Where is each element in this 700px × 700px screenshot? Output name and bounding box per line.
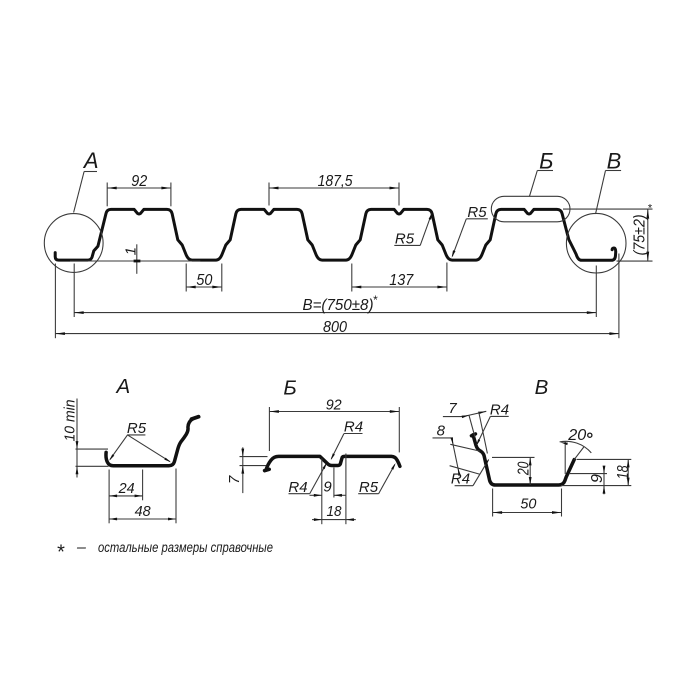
svg-text:50: 50 bbox=[196, 272, 212, 289]
svg-text:92: 92 bbox=[326, 397, 343, 414]
svg-text:92: 92 bbox=[131, 173, 147, 190]
svg-text:20: 20 bbox=[567, 427, 586, 444]
svg-text:–: – bbox=[76, 539, 86, 556]
svg-text:10 min: 10 min bbox=[61, 400, 78, 442]
svg-text:*: * bbox=[647, 203, 652, 215]
svg-text:20: 20 bbox=[516, 461, 533, 476]
svg-text:137: 137 bbox=[389, 272, 414, 289]
svg-text:18: 18 bbox=[327, 503, 343, 520]
svg-text:*: * bbox=[373, 293, 378, 307]
svg-text:50: 50 bbox=[520, 496, 537, 513]
svg-text:Б: Б bbox=[283, 376, 296, 399]
svg-text:R5: R5 bbox=[467, 204, 487, 221]
svg-text:R5: R5 bbox=[395, 231, 415, 248]
svg-text:Б: Б bbox=[539, 148, 553, 173]
svg-text:187,5: 187,5 bbox=[318, 173, 353, 190]
svg-text:В=(750±8): В=(750±8) bbox=[303, 297, 374, 314]
svg-text:R5: R5 bbox=[359, 479, 379, 496]
svg-text:9: 9 bbox=[323, 479, 332, 496]
svg-text:В: В bbox=[535, 376, 549, 399]
svg-text:В: В bbox=[607, 148, 622, 173]
svg-text:*: * bbox=[56, 542, 65, 564]
svg-text:остальные размеры справочные: остальные размеры справочные bbox=[98, 540, 273, 555]
svg-text:R4: R4 bbox=[490, 401, 509, 418]
svg-text:R4: R4 bbox=[451, 470, 470, 487]
svg-text:R5: R5 bbox=[127, 420, 147, 437]
svg-text:9: 9 bbox=[589, 474, 606, 483]
svg-text:R4: R4 bbox=[288, 479, 307, 496]
svg-text:7: 7 bbox=[226, 475, 243, 484]
svg-text:(75±2): (75±2) bbox=[632, 214, 649, 255]
svg-text:8: 8 bbox=[437, 423, 446, 440]
svg-text:800: 800 bbox=[323, 319, 347, 336]
svg-text:1: 1 bbox=[122, 247, 139, 255]
svg-text:А: А bbox=[82, 148, 99, 173]
svg-text:24: 24 bbox=[118, 480, 135, 497]
svg-text:18: 18 bbox=[615, 465, 632, 479]
svg-text:48: 48 bbox=[135, 503, 152, 520]
svg-text:А: А bbox=[114, 375, 130, 398]
svg-text:7: 7 bbox=[448, 400, 457, 417]
svg-text:R4: R4 bbox=[344, 419, 363, 436]
